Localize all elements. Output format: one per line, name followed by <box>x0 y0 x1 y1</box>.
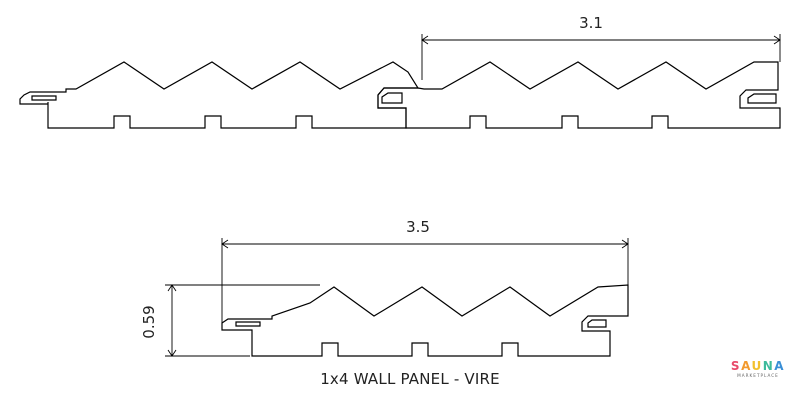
bottom-thickness-arrow-bottom <box>167 349 177 357</box>
top-dim-label: 3.1 <box>579 14 603 32</box>
bottom-thickness-label: 0.59 <box>140 305 158 338</box>
logo-letter: A <box>774 359 786 373</box>
logo-letter: S <box>730 359 742 373</box>
top-dim-arrow-right <box>773 35 781 45</box>
top-dim-arrow-left <box>421 35 429 45</box>
logo-subtitle: MARKETPLACE <box>737 373 779 378</box>
bottom-assembly: 3.5 0.59 <box>140 218 629 357</box>
bottom-panel-groove <box>587 319 607 328</box>
bottom-width-arrow-right <box>621 239 629 249</box>
bottom-thickness-arrow-top <box>167 284 177 292</box>
logo-letter: N <box>762 359 775 373</box>
brand-logo: SAUNA MARKETPLACE <box>726 360 790 379</box>
top-left-panel-groove <box>381 92 403 104</box>
top-right-panel-groove <box>747 93 777 104</box>
logo-wordmark: SAUNA <box>726 360 790 373</box>
logo-letter: U <box>751 359 763 373</box>
logo-letter: A <box>741 359 752 373</box>
bottom-width-arrow-left <box>221 239 229 249</box>
top-left-panel-detail <box>31 95 57 101</box>
drawing-caption: 1x4 WALL PANEL - VIRE <box>320 370 500 388</box>
top-right-panel-outline <box>377 61 781 129</box>
bottom-panel-detail <box>235 321 261 327</box>
bottom-width-label: 3.5 <box>406 218 430 236</box>
bottom-panel-outline <box>221 284 629 357</box>
top-left-panel-outline <box>19 61 420 129</box>
top-assembly: 3.1 <box>19 14 781 129</box>
